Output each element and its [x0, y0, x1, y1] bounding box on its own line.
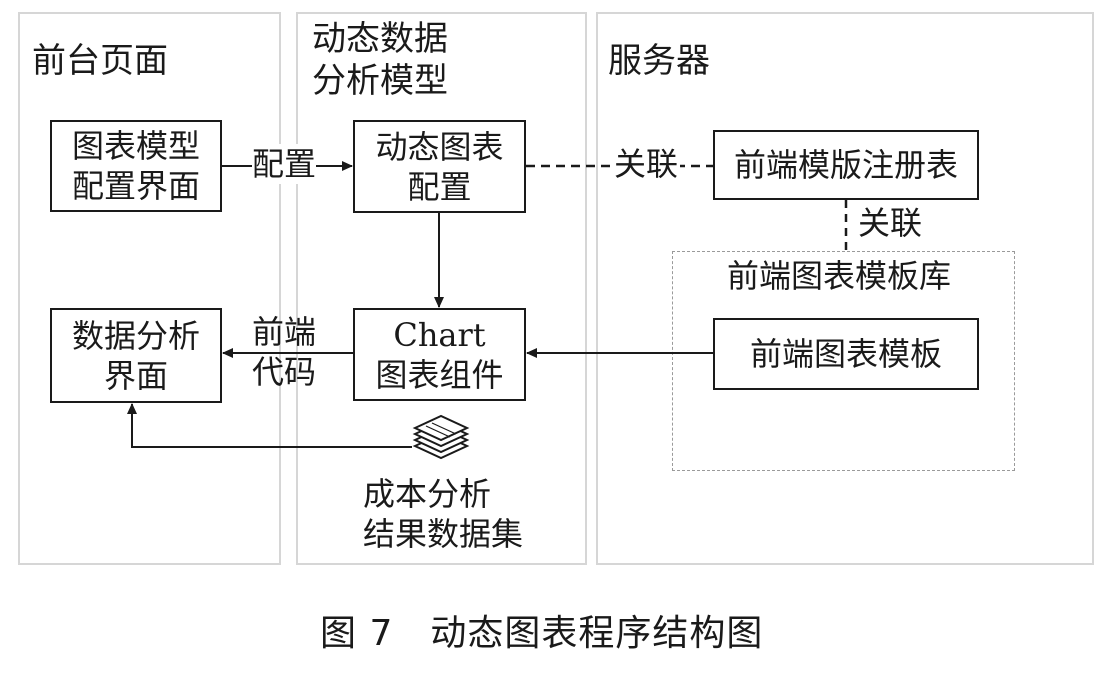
template-library-title: 前端图表模板库	[727, 257, 952, 295]
frontend-chart-template: 前端图表模板	[713, 318, 979, 390]
figure-caption: 图 7 动态图表程序结构图	[320, 613, 764, 654]
lane-title-frontend: 前台页面	[32, 41, 168, 81]
label-configure: 配置	[252, 144, 317, 184]
label-dataset: 成本分析 结果数据集	[363, 475, 524, 553]
arrow-dataset-to-ui	[127, 403, 412, 448]
lane-analysis-model	[296, 12, 587, 565]
lane-title-model: 动态数据 分析模型	[312, 19, 448, 101]
lane-server	[596, 12, 1094, 565]
chart-model-config-ui: 图表模型 配置界面	[50, 120, 222, 212]
chart-component: Chart 图表组件	[353, 308, 526, 401]
lane-title-server: 服务器	[608, 41, 710, 81]
dynamic-chart-config: 动态图表 配置	[353, 120, 526, 213]
data-analysis-ui: 数据分析 界面	[50, 308, 222, 403]
label-associate-registry: 关联	[612, 144, 681, 184]
label-frontend-code: 前端 代码	[252, 313, 317, 391]
label-associate-library: 关联	[858, 204, 923, 242]
frontend-template-registry: 前端模版注册表	[713, 130, 979, 200]
lane-frontend	[18, 12, 281, 565]
dataset-stack-icon	[412, 414, 470, 460]
template-library-region	[672, 251, 1015, 471]
